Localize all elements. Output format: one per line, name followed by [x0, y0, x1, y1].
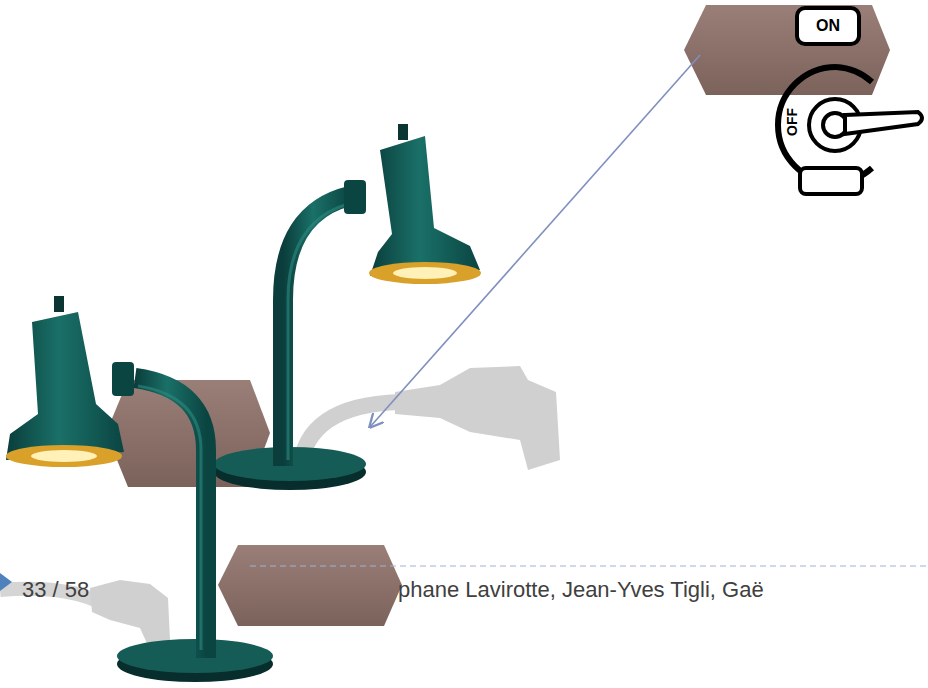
switch-state-label: ON	[816, 17, 840, 35]
author-footer: phane Lavirotte, Jean-Yves Tigli, Gaë	[398, 578, 764, 602]
desk-lamp	[214, 124, 481, 490]
page-number: 33 / 58	[22, 578, 89, 602]
pointer-arrow	[370, 55, 700, 427]
footer-rule	[250, 565, 928, 566]
switch-state-label: OFF	[785, 108, 800, 136]
hexagon	[106, 5, 890, 626]
switch-symbol	[778, 8, 922, 194]
desk-lamp	[6, 296, 273, 682]
footer-marker	[0, 573, 12, 591]
